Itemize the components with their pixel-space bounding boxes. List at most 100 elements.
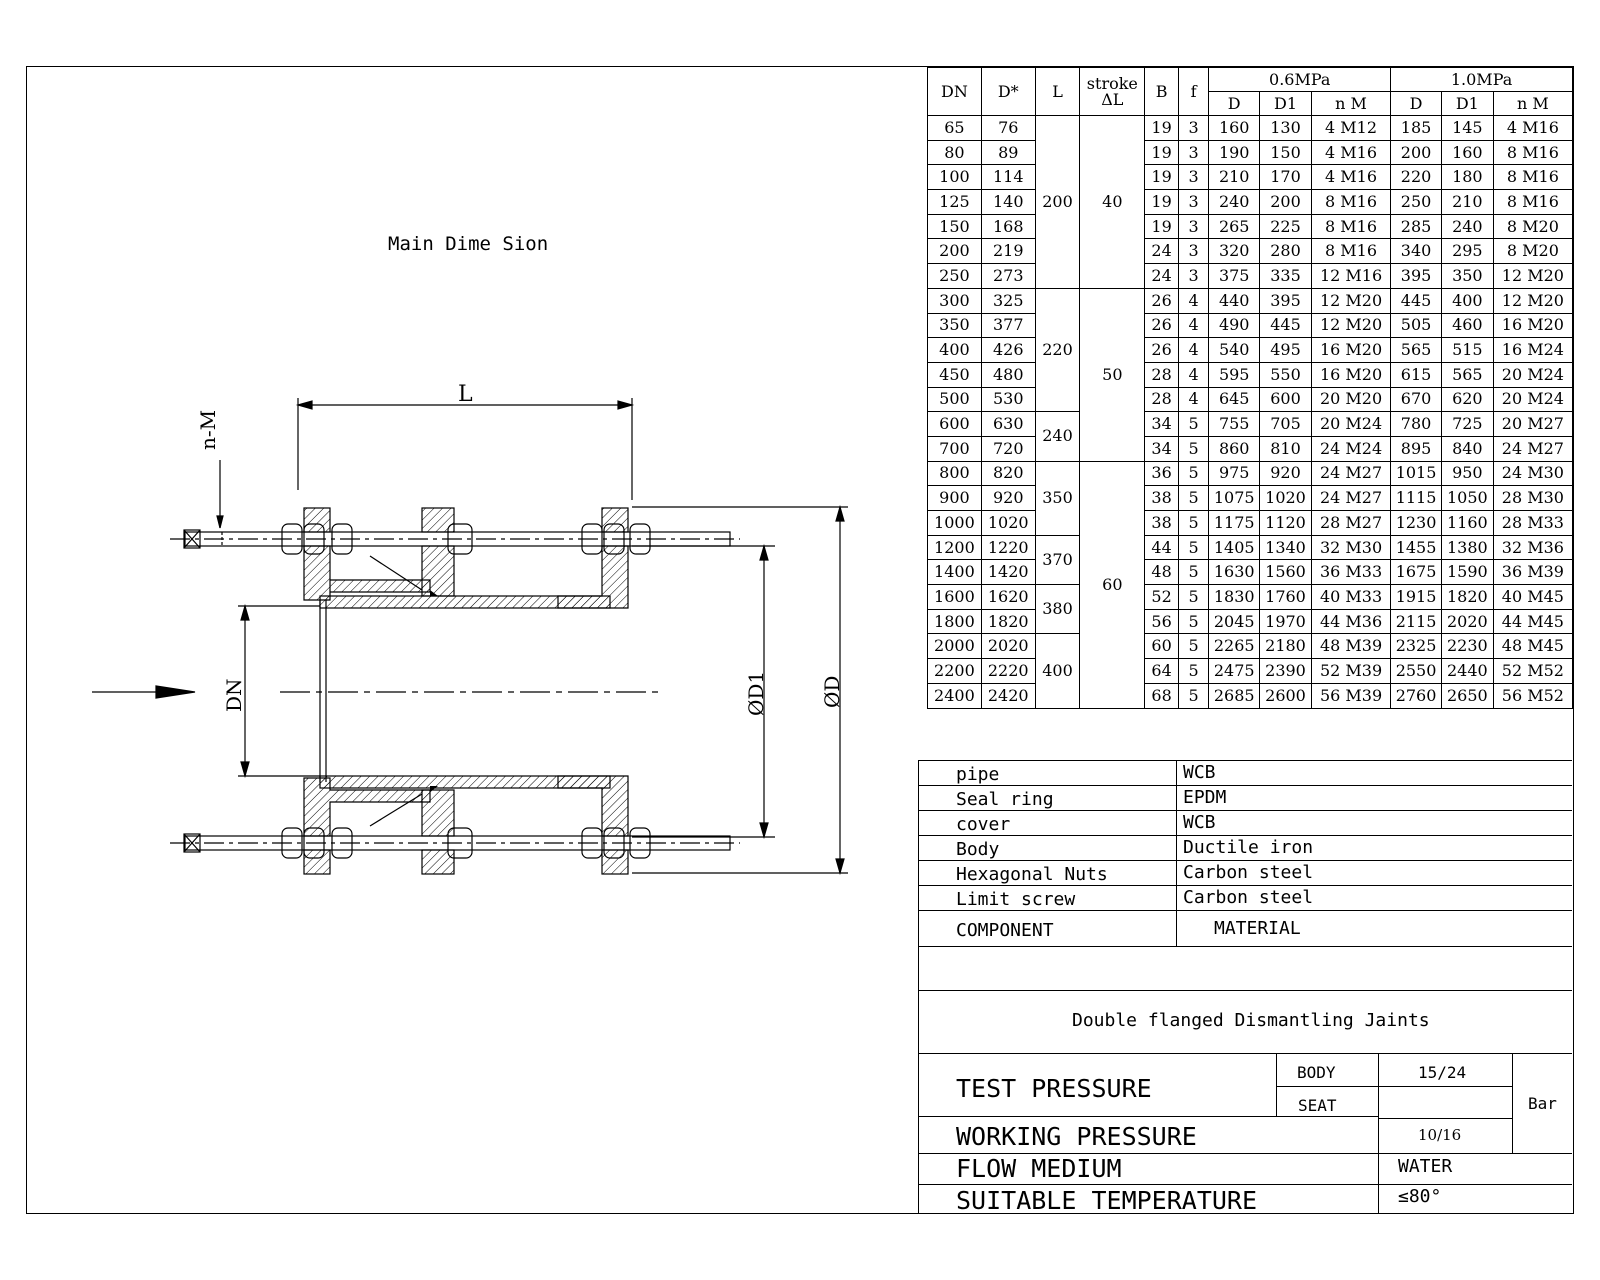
- cell-b: 34: [1144, 435, 1179, 462]
- cell-10-d1: 2440: [1440, 658, 1494, 684]
- cell-10-d1: 725: [1440, 411, 1494, 437]
- cell-10-d: 1015: [1390, 460, 1442, 487]
- block-line: [1276, 1086, 1512, 1087]
- cell-10-nm: 8 M20: [1492, 213, 1574, 240]
- cell-dn: 125: [927, 189, 982, 215]
- cell-06-d1: 920: [1259, 460, 1312, 487]
- cell-b: 19: [1144, 189, 1179, 215]
- cell-l: 380: [1034, 584, 1081, 635]
- cell-06-d1: 2600: [1259, 682, 1312, 709]
- col-10-nm: n M: [1492, 91, 1574, 116]
- cell-10-d1: 145: [1440, 115, 1494, 141]
- cell-10-d1: 1160: [1440, 510, 1494, 536]
- cell-06-nm: 32 M30: [1310, 534, 1392, 561]
- cell-06-d: 975: [1208, 460, 1261, 487]
- cell-06-d1: 280: [1259, 238, 1312, 265]
- cell-06-nm: 44 M36: [1310, 608, 1392, 635]
- cell-f: 5: [1177, 608, 1210, 635]
- cell-06-d: 860: [1208, 435, 1261, 462]
- cell-dn: 1600: [927, 584, 982, 610]
- cell-dn: 150: [927, 213, 982, 240]
- col-stroke-dl: ΔL: [1101, 89, 1124, 109]
- cell-dstar: 325: [980, 287, 1036, 314]
- cell-f: 4: [1177, 361, 1210, 388]
- cell-10-nm: 16 M24: [1492, 337, 1574, 363]
- cell-10-nm: 16 M20: [1492, 312, 1574, 339]
- block-line: [1378, 1053, 1379, 1185]
- cell-06-nm: 52 M39: [1310, 658, 1392, 684]
- cell-06-d: 1405: [1208, 534, 1261, 561]
- cell-06-nm: 12 M20: [1310, 312, 1392, 339]
- cell-dstar: 114: [980, 164, 1036, 191]
- cell-10-d: 505: [1390, 312, 1442, 339]
- cell-b: 28: [1144, 361, 1179, 388]
- cell-10-d: 615: [1390, 361, 1442, 388]
- cell-dn: 1400: [927, 559, 982, 586]
- col-group-10mpa: 1.0MPa: [1390, 67, 1573, 92]
- cell-dn: 500: [927, 386, 982, 413]
- cell-b: 19: [1144, 139, 1179, 166]
- cell-06-d: 265: [1208, 213, 1261, 240]
- block-line: [1276, 1053, 1277, 1116]
- block-line: [918, 1184, 1572, 1185]
- cell-06-nm: 8 M16: [1310, 238, 1392, 265]
- cell-06-d1: 2180: [1259, 633, 1312, 660]
- cell-dstar: 1220: [980, 534, 1036, 561]
- cell-dn: 100: [927, 164, 982, 191]
- dimension-table: DN D* L stroke ΔL B f 0.6MPa 1.0MPa D D1…: [927, 67, 1574, 709]
- cell-06-d1: 1560: [1259, 559, 1312, 586]
- material-row: Body Ductile iron: [918, 835, 1572, 861]
- cell-06-nm: 20 M20: [1310, 386, 1392, 413]
- cell-dn: 2200: [927, 658, 982, 684]
- cell-l: 220: [1034, 287, 1081, 413]
- cell-b: 24: [1144, 238, 1179, 265]
- cell-b: 60: [1144, 633, 1179, 660]
- cell-10-d1: 515: [1440, 337, 1494, 363]
- cell-stroke: 60: [1079, 460, 1146, 709]
- cell-06-nm: 12 M16: [1310, 263, 1392, 289]
- cell-06-d: 755: [1208, 411, 1261, 437]
- cell-10-d: 395: [1390, 263, 1442, 289]
- cell-10-d1: 1380: [1440, 534, 1494, 561]
- drawing-title: Main Dime Sion: [388, 233, 549, 255]
- cell-10-d: 2760: [1390, 682, 1442, 709]
- col-group-06mpa: 0.6MPa: [1208, 67, 1392, 92]
- cell-stroke: 50: [1079, 287, 1146, 462]
- cell-06-nm: 4 M16: [1310, 164, 1392, 191]
- dimension-label-dn: DN: [222, 678, 246, 712]
- cell-f: 4: [1177, 312, 1210, 339]
- suitable-temperature-value: ≤80°: [1398, 1186, 1442, 1207]
- cell-06-d: 540: [1208, 337, 1261, 363]
- cell-06-d: 2685: [1208, 682, 1261, 709]
- col-06-d: D: [1208, 91, 1261, 116]
- cell-06-nm: 28 M27: [1310, 510, 1392, 536]
- cell-10-d: 285: [1390, 213, 1442, 240]
- cell-dstar: 630: [980, 411, 1036, 437]
- cell-06-d: 190: [1208, 139, 1261, 166]
- cell-06-d1: 200: [1259, 189, 1312, 215]
- dimension-label-l: L: [458, 382, 473, 407]
- cell-06-d: 645: [1208, 386, 1261, 413]
- cell-10-nm: 12 M20: [1492, 287, 1574, 314]
- cell-b: 19: [1144, 213, 1179, 240]
- cell-06-nm: 4 M16: [1310, 139, 1392, 166]
- cell-10-nm: 32 M36: [1492, 534, 1574, 561]
- col-stroke: stroke ΔL: [1079, 67, 1146, 116]
- block-line: [1512, 1053, 1513, 1153]
- cell-06-nm: 12 M20: [1310, 287, 1392, 314]
- cell-06-d1: 550: [1259, 361, 1312, 388]
- cell-06-d: 595: [1208, 361, 1261, 388]
- cell-10-d: 2550: [1390, 658, 1442, 684]
- cell-f: 4: [1177, 337, 1210, 363]
- cell-10-d: 185: [1390, 115, 1442, 141]
- cell-l: 240: [1034, 411, 1081, 462]
- cell-10-d1: 160: [1440, 139, 1494, 166]
- cell-dn: 300: [927, 287, 982, 314]
